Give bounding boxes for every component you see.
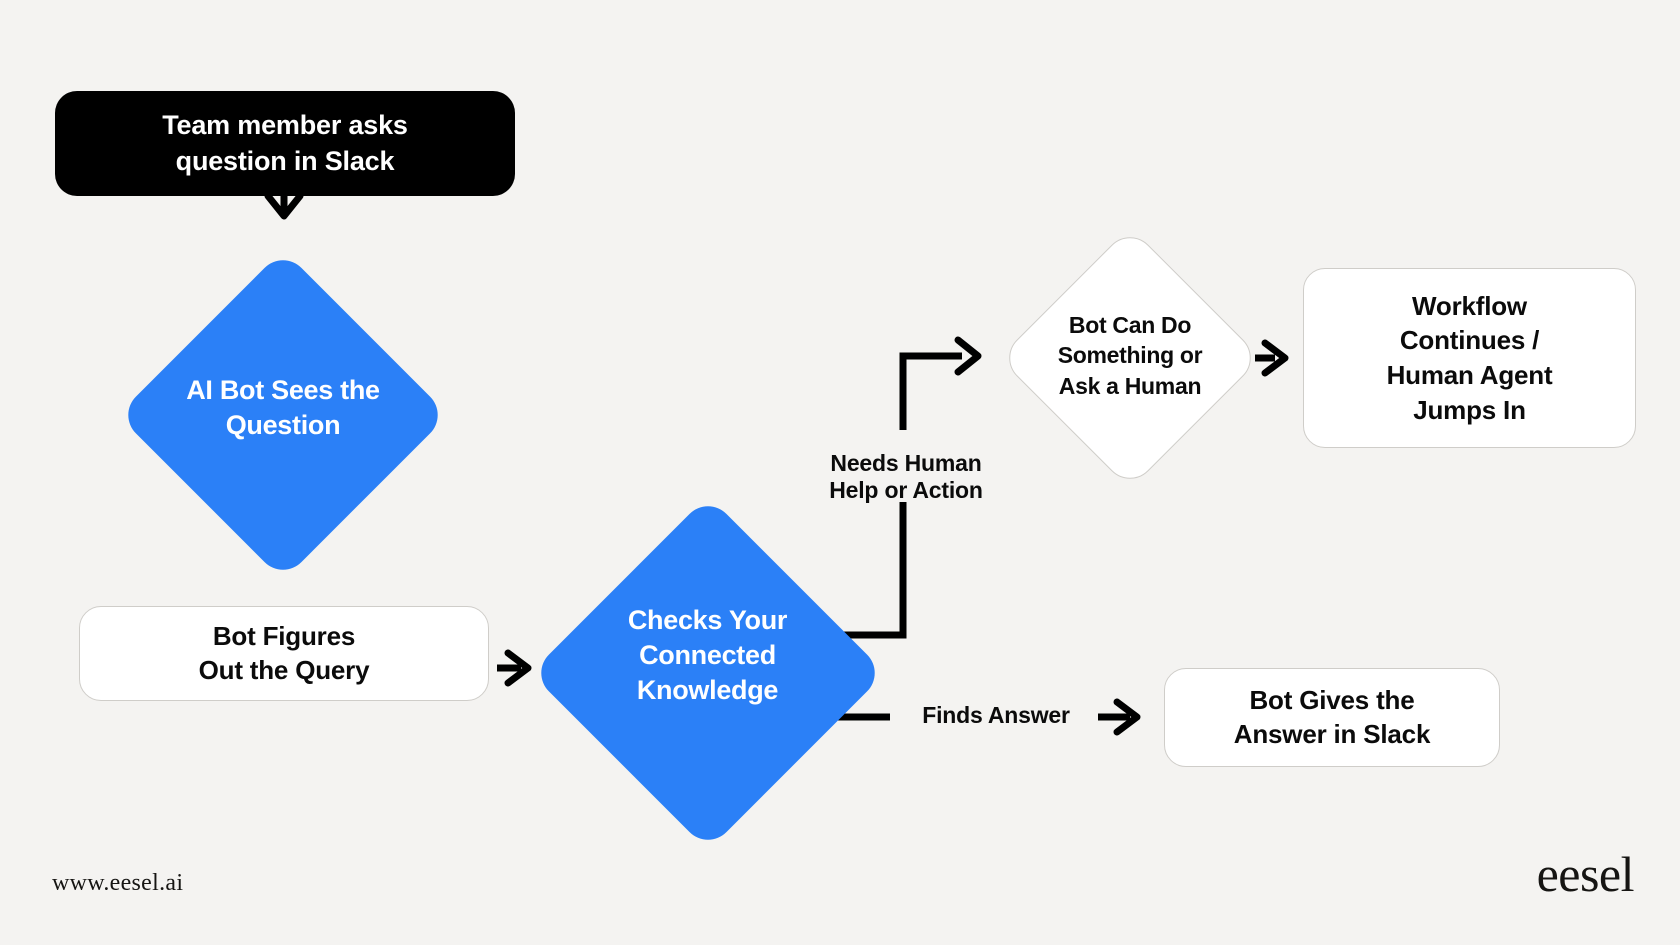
node-label-checks-connected-knowledge: Checks Your Connected Knowledge xyxy=(627,605,788,706)
node-bot-gives-answer-slack[interactable]: Bot Gives the Answer in Slack xyxy=(1164,668,1500,767)
node-checks-connected-knowledge[interactable]: Checks Your Connected Knowledge xyxy=(530,495,885,850)
node-workflow-continues-human-agent[interactable]: Workflow Continues / Human Agent Jumps I… xyxy=(1303,268,1636,448)
edge-figures-query-to-checks-knowledge xyxy=(497,649,532,687)
node-bot-figures-out-query[interactable]: Bot Figures Out the Query xyxy=(79,606,489,701)
node-bot-can-do-or-ask-human[interactable]: Bot Can Do Something or Ask a Human xyxy=(985,213,1275,503)
node-label-bot-can-do-or-ask-human: Bot Can Do Something or Ask a Human xyxy=(1057,312,1203,399)
edge-label-finds-answer: Finds Answer xyxy=(922,702,1070,728)
node-ai-bot-sees-question[interactable]: AI Bot Sees the Question xyxy=(117,249,449,581)
node-team-member-asks[interactable]: Team member asks question in Slack xyxy=(55,91,515,196)
edge-label-needs-human-help: Needs Human Help or Action xyxy=(829,450,983,504)
eesel-brand-logo: eesel xyxy=(1536,846,1635,902)
footer-website-url[interactable]: www.eesel.ai xyxy=(52,870,184,896)
node-label-ai-bot-sees-question: AI Bot Sees the Question xyxy=(186,375,380,441)
